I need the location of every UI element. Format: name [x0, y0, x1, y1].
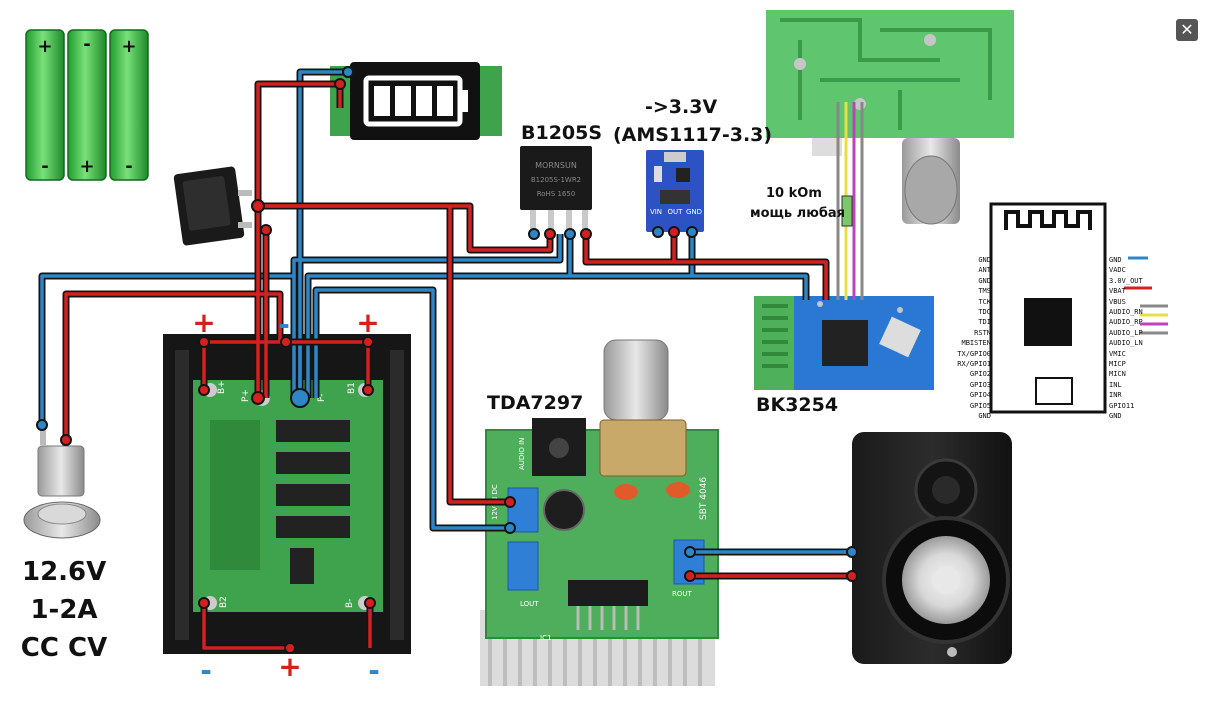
bms-pad-pp: P+ [241, 389, 251, 402]
cell-2-bottom-mark: + [79, 156, 94, 177]
left-pin-label: MBISTEN [961, 339, 991, 348]
positive-wires-color [64, 82, 852, 650]
left-pin-label: TMS [978, 287, 991, 296]
amp-sbt: SBT 4046 [699, 477, 709, 520]
bms-pad-bp: B+ [217, 380, 227, 394]
junction-dots [36, 66, 858, 654]
dcdc-chip-line3: RoHS 1650 [537, 190, 576, 198]
resistor-value-label: 10 kOm [766, 186, 822, 201]
right-pin-label: INR [1109, 391, 1122, 400]
close-button[interactable]: ✕ [1176, 19, 1198, 41]
amp-audio-in: AUDIO IN [518, 438, 526, 470]
dc-jack [23, 425, 101, 539]
input-voltage-label: 12.6V [22, 557, 107, 587]
bms-pad-pm: P- [317, 394, 327, 402]
bms-mark-top-right: + [356, 306, 379, 339]
dcdc-module: MORNSUN B1205S-1WR2 RoHS 1650 [520, 146, 592, 234]
left-pin-label: RX/GPIO1 [957, 360, 991, 369]
bms-mark-bottom-mid: + [278, 650, 301, 683]
amp-lout: LOUT [520, 600, 539, 608]
battery-cell-1 [25, 29, 65, 181]
right-pin-label: VADC [1109, 266, 1126, 275]
battery-cells: + - - + + - [25, 29, 149, 181]
bk3254-pinout-drawing [989, 202, 1107, 414]
left-pin-label: RSTN [974, 328, 991, 337]
left-pin-label: TDO [978, 308, 991, 317]
left-pin-label: GPIO4 [969, 391, 991, 400]
bms-pad-b1: B1 [347, 382, 357, 394]
left-pin-label: TCK [978, 297, 991, 306]
ldo-module: VIN OUT GND [646, 150, 704, 232]
power-switch [173, 166, 252, 246]
ldo-output-label: ->3.3V [645, 96, 718, 118]
left-pin-label: GND [978, 412, 991, 421]
dcdc-module-label: B1205S [521, 122, 603, 144]
volume-board [766, 10, 1014, 225]
right-pin-label: MICN [1109, 370, 1126, 379]
amp-ic1: IC1 [540, 634, 551, 642]
left-pin-label: TDI [978, 318, 991, 327]
ldo-part-label: (AMS1117-3.3) [613, 124, 773, 146]
right-pin-label: INL [1109, 380, 1122, 389]
left-pin-label: GND [978, 256, 991, 264]
dcdc-chip-line2: B1205S-1WR2 [531, 176, 581, 184]
bms-mark-bottom-right: - [368, 654, 380, 687]
battery-level-indicator [330, 62, 502, 140]
right-pin-label: AUDIO_LN [1109, 339, 1143, 348]
right-pin-label: VBUS [1109, 297, 1126, 306]
cell-2-top-mark: - [83, 34, 90, 55]
cell-1-top-mark: + [37, 36, 52, 57]
battery-cell-3 [109, 29, 149, 181]
bms-pad-bm: B- [345, 599, 355, 608]
cell-3-top-mark: + [121, 36, 136, 57]
amplifier-board: AUDIO IN 12V IN DC LOUT ROUT SBT 4046 IC… [480, 339, 719, 686]
ldo-pin-vin: VIN [650, 208, 662, 216]
bluetooth-module-label: BK3254 [756, 394, 839, 416]
right-pin-label: VBAT [1109, 287, 1126, 296]
right-pin-label: 3.0V_OUT [1109, 276, 1143, 285]
right-pin-label: AUDIO_LP [1109, 328, 1143, 337]
resistor-power-label: мощь любая [750, 206, 846, 221]
negative-wires-color [40, 70, 852, 554]
bluetooth-module [754, 296, 934, 390]
right-pin-label: AUDIO_RN [1109, 308, 1143, 317]
right-pin-label: AUDIO_RP [1109, 318, 1143, 327]
speaker [852, 432, 1012, 664]
ldo-pin-out: OUT [668, 208, 684, 216]
left-pin-label: GPIO3 [969, 380, 991, 389]
right-pin-label: VMIC [1109, 349, 1126, 358]
cell-1-bottom-mark: - [41, 156, 48, 177]
audio-wires [836, 102, 864, 300]
bms-mark-top-mid: - [278, 308, 290, 341]
battery-cell-2 [67, 29, 107, 181]
right-pin-label: GND [1109, 256, 1122, 264]
left-pin-label: GPIO5 [969, 401, 991, 410]
right-pin-label: GPIO11 [1109, 401, 1135, 410]
left-pin-label: GPIO2 [969, 370, 991, 379]
left-pin-label: TX/GPIO0 [957, 349, 991, 358]
left-pin-label: ANT [978, 266, 991, 275]
right-pin-label: MICP [1109, 360, 1126, 369]
pinout-wire-marks [1124, 256, 1168, 335]
input-mode-label: CC CV [20, 633, 108, 663]
ldo-pin-gnd: GND [686, 208, 702, 216]
bms-mark-top-left: + [192, 306, 215, 339]
bms-pad-b2: B2 [219, 596, 229, 608]
right-pin-label: GND [1109, 412, 1122, 421]
bms-mark-bottom-left: - [200, 654, 212, 687]
bms-polarity-marks: + - + - + - [192, 306, 380, 687]
dcdc-chip-line1: MORNSUN [535, 161, 577, 170]
input-current-label: 1-2A [30, 595, 98, 625]
amplifier-label: TDA7297 [487, 392, 584, 414]
cell-3-bottom-mark: - [125, 156, 132, 177]
left-pin-label: GND [978, 276, 991, 285]
amp-rout: ROUT [672, 590, 692, 598]
